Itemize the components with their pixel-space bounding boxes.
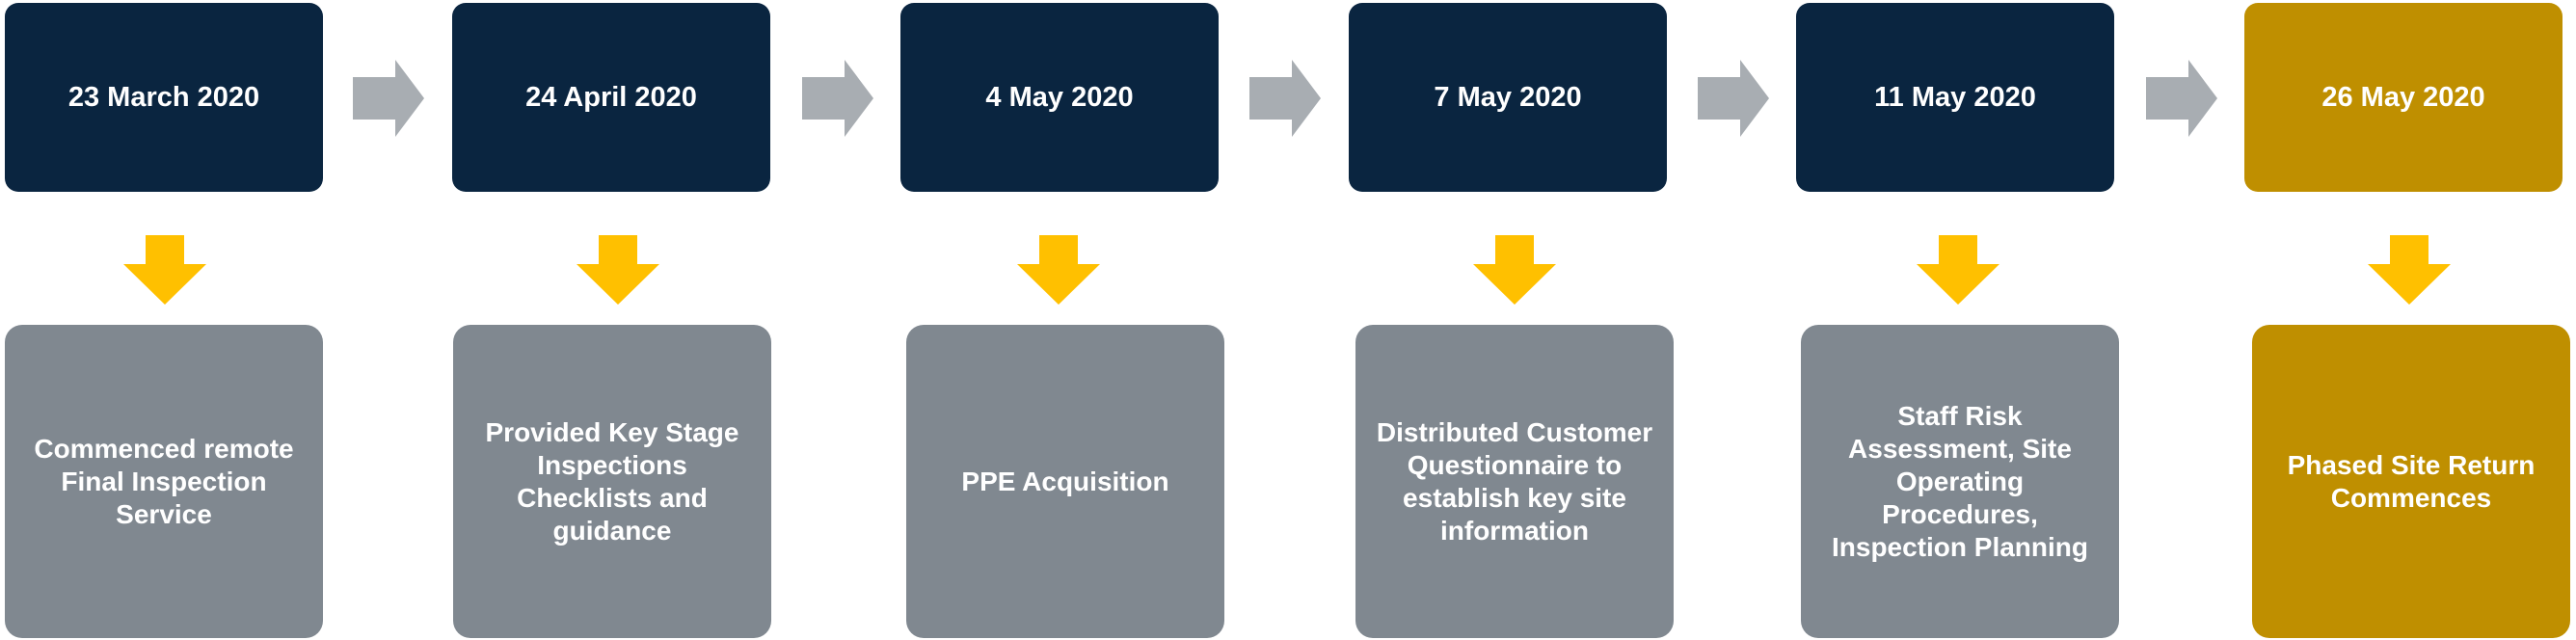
- arrow-down-icon: [1917, 235, 1999, 305]
- arrow-right-icon: [1249, 60, 1321, 137]
- arrow-down-icon: [1473, 235, 1556, 305]
- arrow-down-icon: [123, 235, 206, 305]
- date-box-1: 23 March 2020: [5, 3, 323, 192]
- arrow-down-icon: [2368, 235, 2451, 305]
- description-text: Staff Risk Assessment, Site Operating Pr…: [1831, 400, 2088, 562]
- description-box-1: Commenced remote Final Inspection Servic…: [5, 325, 323, 638]
- arrow-down-icon: [577, 235, 659, 305]
- date-box-5: 11 May 2020: [1796, 3, 2114, 192]
- date-label: 7 May 2020: [1434, 81, 1582, 113]
- description-text: Distributed Customer Questionnaire to es…: [1376, 416, 1653, 546]
- description-text: PPE Acquisition: [961, 466, 1169, 496]
- date-box-2: 24 April 2020: [452, 3, 770, 192]
- arrow-right-icon: [802, 60, 873, 137]
- description-box-3: PPE Acquisition: [906, 325, 1224, 638]
- date-box-4: 7 May 2020: [1349, 3, 1667, 192]
- description-text: Provided Key Stage Inspections Checklist…: [485, 416, 739, 546]
- arrow-down-icon: [1017, 235, 1100, 305]
- date-label: 26 May 2020: [2321, 81, 2485, 113]
- arrow-right-icon: [2146, 60, 2217, 137]
- date-label: 23 March 2020: [67, 81, 260, 113]
- description-box-5: Staff Risk Assessment, Site Operating Pr…: [1801, 325, 2119, 638]
- date-label: 4 May 2020: [985, 81, 1134, 113]
- date-label: 24 April 2020: [525, 81, 697, 113]
- date-box-6: 26 May 2020: [2244, 3, 2563, 192]
- date-box-3: 4 May 2020: [900, 3, 1219, 192]
- description-box-4: Distributed Customer Questionnaire to es…: [1355, 325, 1674, 638]
- description-box-2: Provided Key Stage Inspections Checklist…: [453, 325, 771, 638]
- arrow-right-icon: [353, 60, 424, 137]
- description-text: Phased Site Return Commences: [2287, 449, 2536, 513]
- description-text: Commenced remote Final Inspection Servic…: [34, 433, 294, 529]
- date-label: 11 May 2020: [1874, 81, 2036, 113]
- arrow-right-icon: [1698, 60, 1769, 137]
- description-box-6: Phased Site Return Commences: [2252, 325, 2570, 638]
